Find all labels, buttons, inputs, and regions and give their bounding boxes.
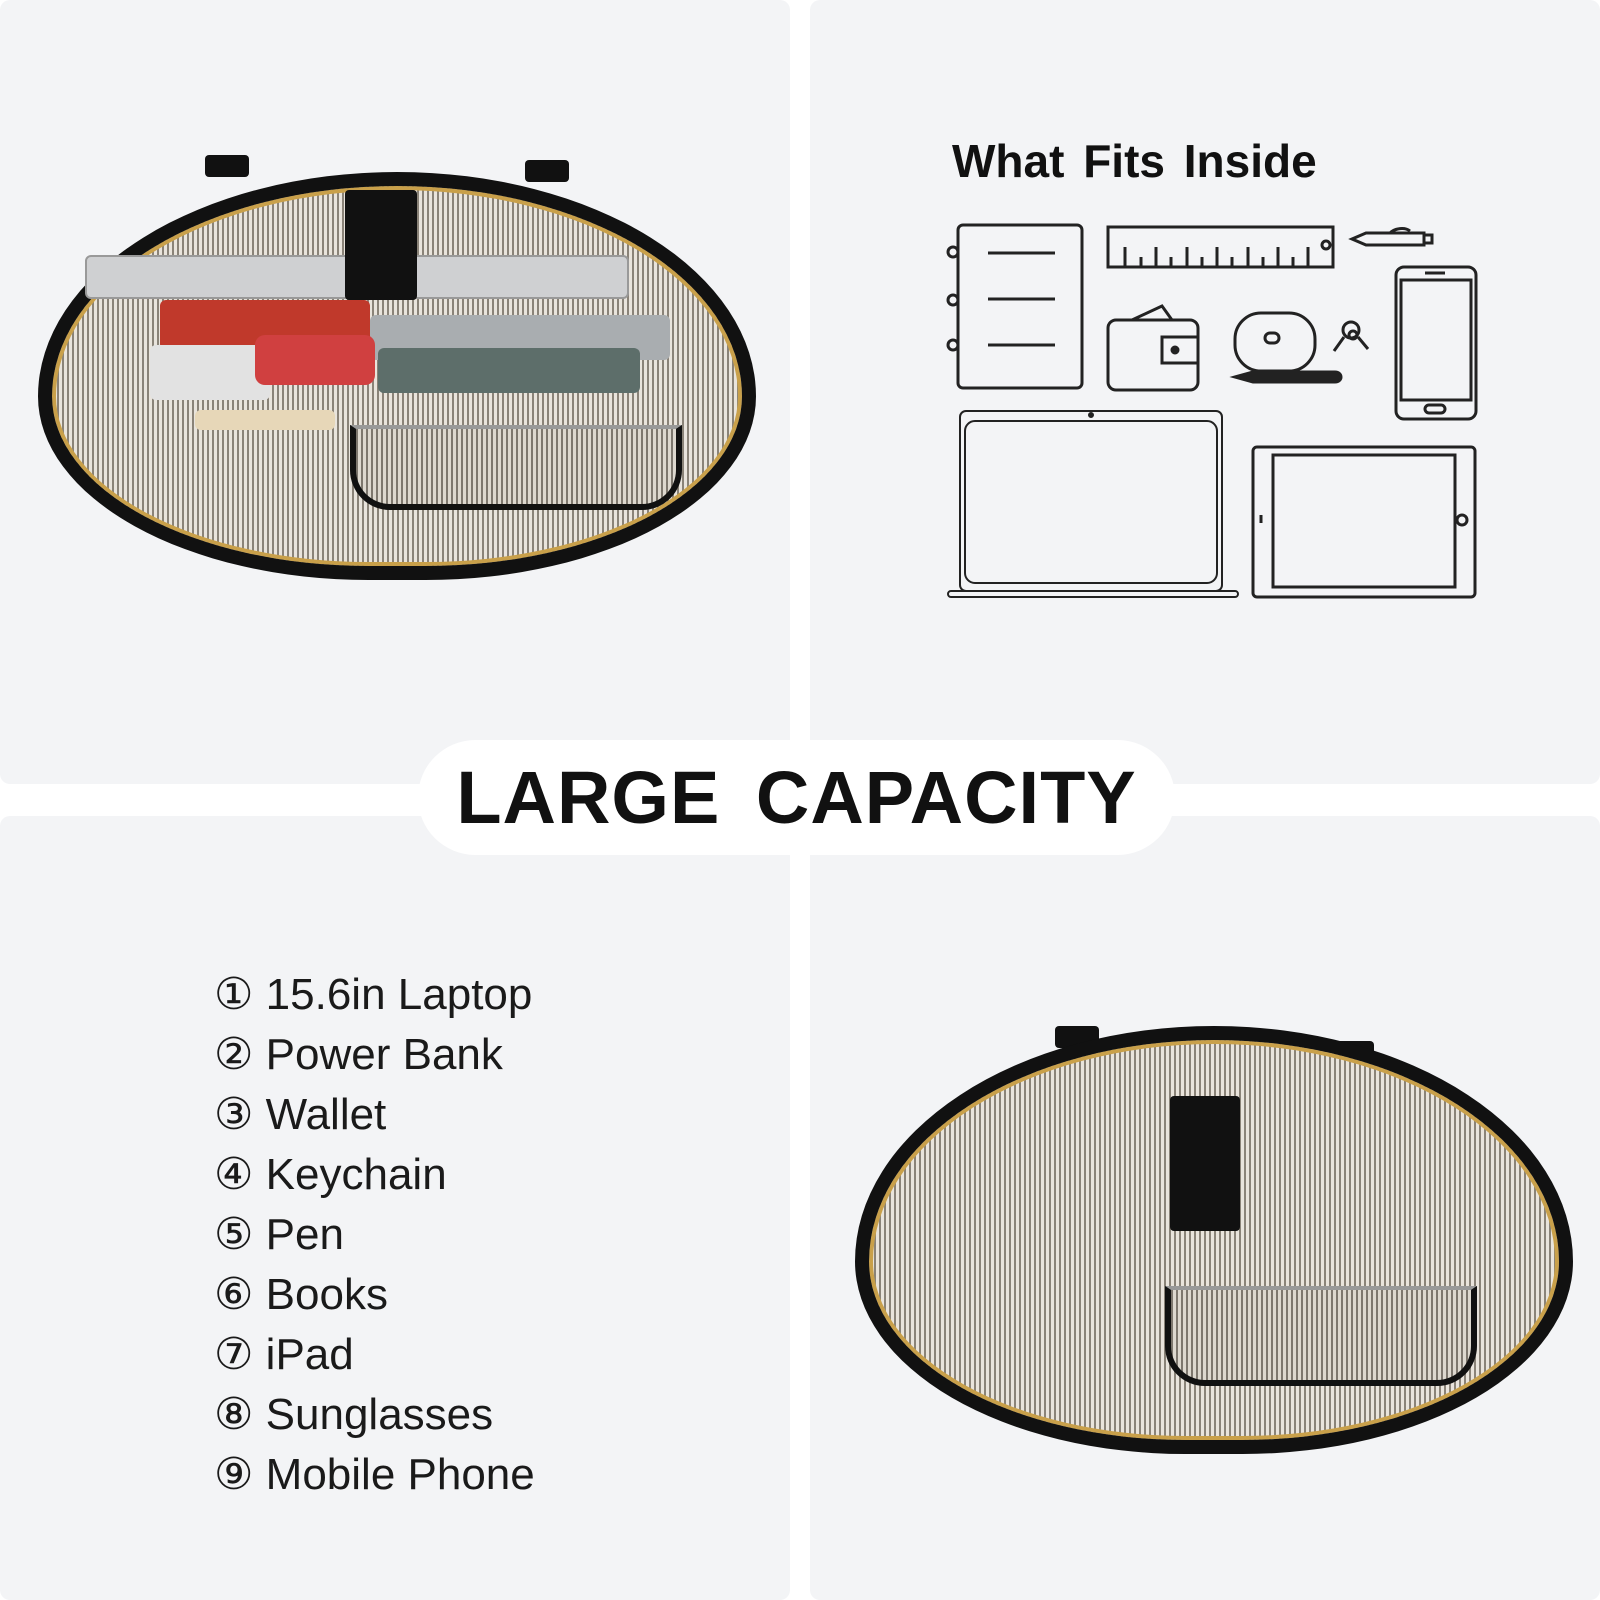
panel-packed-bag [0, 0, 790, 784]
bag-handle [525, 160, 569, 182]
list-item: ⑨ Mobile Phone [214, 1450, 535, 1499]
keys-icon [1332, 320, 1370, 352]
laptop-icon [947, 410, 1239, 598]
list-item: ⑧ Sunglasses [214, 1390, 494, 1439]
item-list: ① 15.6in Laptop ② Power Bank ③ Wallet ④ … [214, 965, 535, 1505]
power-bank-in-bag [150, 345, 270, 400]
what-fits-inside-heading: What Fits Inside [952, 135, 1317, 187]
bag-strap [1170, 1096, 1240, 1231]
pen-icon [1348, 227, 1434, 247]
ruler-icon [1106, 225, 1335, 269]
phone-icon [1394, 265, 1478, 421]
empty-bag-photo [855, 1026, 1573, 1454]
zip-pocket [350, 425, 682, 510]
bag-strap [345, 190, 417, 300]
notebook-icon [946, 223, 1084, 390]
large-capacity-banner: LARGE CAPACITY [418, 740, 1175, 855]
list-item: ⑦ iPad [214, 1330, 354, 1379]
wallet-icon [1106, 304, 1200, 392]
mouse-icon [1233, 311, 1317, 373]
list-item: ② Power Bank [214, 1030, 503, 1079]
zip-pocket [1165, 1286, 1477, 1386]
bag-handle [205, 155, 249, 177]
list-item: ③ Wallet [214, 1090, 387, 1139]
keychain-in-bag [255, 335, 375, 385]
panel-item-list [0, 816, 790, 1600]
tablet-icon [1251, 445, 1477, 599]
list-item: ⑤ Pen [214, 1210, 344, 1259]
phone-in-bag [195, 410, 335, 430]
list-item: ⑥ Books [214, 1270, 388, 1319]
list-item: ④ Keychain [214, 1150, 447, 1199]
book-in-bag [378, 348, 640, 393]
panel-empty-bag [810, 816, 1600, 1600]
marker-icon [1229, 370, 1343, 384]
panel-what-fits-inside [810, 0, 1600, 784]
list-item: ① 15.6in Laptop [214, 970, 533, 1019]
